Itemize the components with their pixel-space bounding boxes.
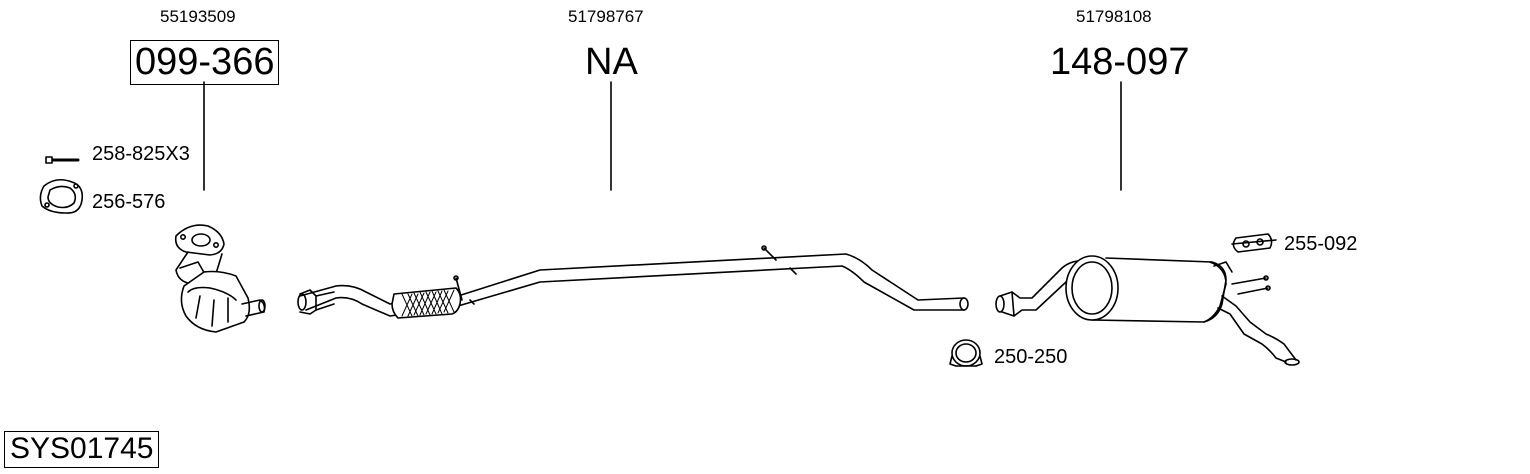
oe-number-catalyst: 55193509 <box>160 7 236 26</box>
part-number-middle-pipe[interactable]: NA <box>585 41 638 83</box>
system-code-label: SYS01745 <box>4 431 160 468</box>
rear-silencer-part[interactable] <box>995 255 1300 366</box>
gasket-icon[interactable] <box>39 178 84 214</box>
part-number-catalyst[interactable]: 099-366 <box>130 40 280 85</box>
bolt-icon[interactable] <box>45 156 80 164</box>
middle-pipe-part[interactable] <box>297 245 969 319</box>
accessory-label-bolt[interactable]: 258-825X3 <box>92 143 190 165</box>
oe-number-rear-silencer: 51798108 <box>1076 7 1152 26</box>
oe-number-middle-pipe: 51798767 <box>568 7 644 26</box>
part-number-rear-silencer[interactable]: 148-097 <box>1050 41 1190 83</box>
clamp-icon[interactable] <box>949 339 983 367</box>
rubber-mount-icon[interactable] <box>1231 233 1277 253</box>
accessory-label-clamp[interactable]: 250-250 <box>994 346 1068 368</box>
accessory-label-rubber-mount[interactable]: 255-092 <box>1284 233 1358 255</box>
catalytic-converter-part[interactable] <box>174 224 266 333</box>
accessory-label-gasket[interactable]: 256-576 <box>92 191 166 213</box>
